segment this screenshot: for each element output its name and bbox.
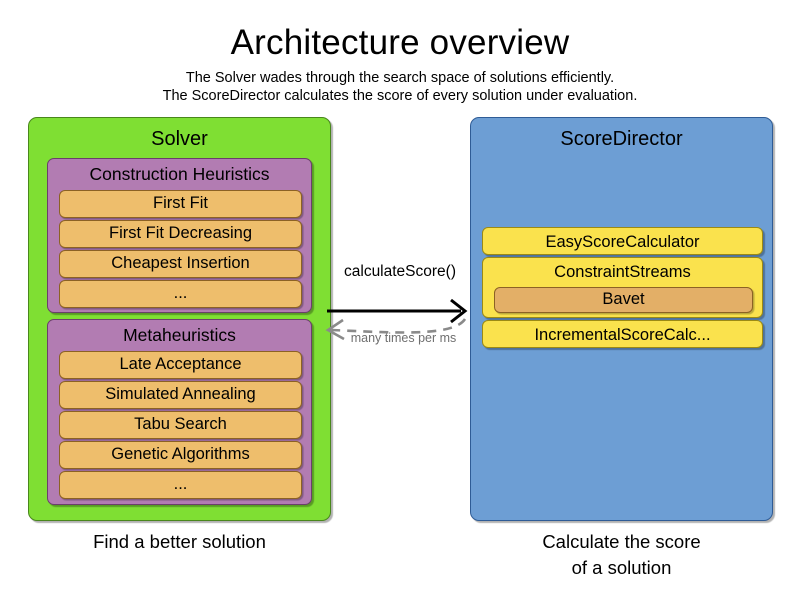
arrow-label-many-times-per-ms: many times per ms xyxy=(350,331,457,345)
metaheuristics-title: Metaheuristics xyxy=(123,325,236,345)
subtitle-line-2: The ScoreDirector calculates the score o… xyxy=(162,88,638,104)
arrow-svg xyxy=(325,298,468,341)
score-director-caption-line-2: of a solution xyxy=(571,557,672,578)
algorithm-item-first-fit[interactable]: First Fit xyxy=(59,190,302,218)
calculator-label-incremental-score-calculator: IncrementalScoreCalc... xyxy=(534,326,711,344)
algorithm-item-cheapest-insertion[interactable]: Cheapest Insertion xyxy=(59,250,302,278)
algorithm-item-more-metaheuristics[interactable]: ... xyxy=(59,471,302,499)
algorithm-item-late-acceptance[interactable]: Late Acceptance xyxy=(59,351,302,379)
algorithm-item-simulated-annealing[interactable]: Simulated Annealing xyxy=(59,381,302,409)
construction-heuristics-title: Construction Heuristics xyxy=(89,164,270,184)
calculator-label-constraint-streams: ConstraintStreams xyxy=(554,263,691,281)
page-title: Architecture overview xyxy=(230,23,570,62)
calculator-item-bavet[interactable]: Bavet xyxy=(494,287,753,313)
algorithm-item-more-construction[interactable]: ... xyxy=(59,280,302,308)
calculator-item-constraint-streams[interactable]: ConstraintStreams Bavet xyxy=(482,257,763,318)
solver-panel-title: Solver xyxy=(151,128,208,150)
score-director-caption-line-1: Calculate the score xyxy=(542,531,701,552)
solver-panel: Solver Construction Heuristics First Fit… xyxy=(28,117,331,521)
solver-caption: Find a better solution xyxy=(93,531,266,552)
score-director-panel: ScoreDirector EasyScoreCalculator Constr… xyxy=(470,117,773,521)
subtitle-line-1: The Solver wades through the search spac… xyxy=(185,70,615,86)
metaheuristics-group: Metaheuristics Late Acceptance Simulated… xyxy=(47,319,312,505)
calculator-item-easy-score-calculator[interactable]: EasyScoreCalculator xyxy=(482,227,763,255)
arrow-group: calculateScore() many times per ms xyxy=(325,262,480,357)
algorithm-item-genetic-algorithms[interactable]: Genetic Algorithms xyxy=(59,441,302,469)
page-header: Architecture overview The Solver wades t… xyxy=(0,22,800,105)
construction-heuristics-group: Construction Heuristics First Fit First … xyxy=(47,158,312,313)
algorithm-item-tabu-search[interactable]: Tabu Search xyxy=(59,411,302,439)
algorithm-item-first-fit-decreasing[interactable]: First Fit Decreasing xyxy=(59,220,302,248)
calculator-item-incremental-score-calculator[interactable]: IncrementalScoreCalc... xyxy=(482,320,763,348)
score-director-caption: Calculate the score of a solution xyxy=(470,529,773,581)
arrow-calculate-score-icon xyxy=(327,298,468,324)
calculator-label-easy-score-calculator: EasyScoreCalculator xyxy=(545,233,700,251)
arrow-label-calculate-score: calculateScore() xyxy=(344,263,456,280)
score-director-panel-title: ScoreDirector xyxy=(560,128,683,150)
arrow-many-times-per-ms-icon xyxy=(325,318,467,341)
